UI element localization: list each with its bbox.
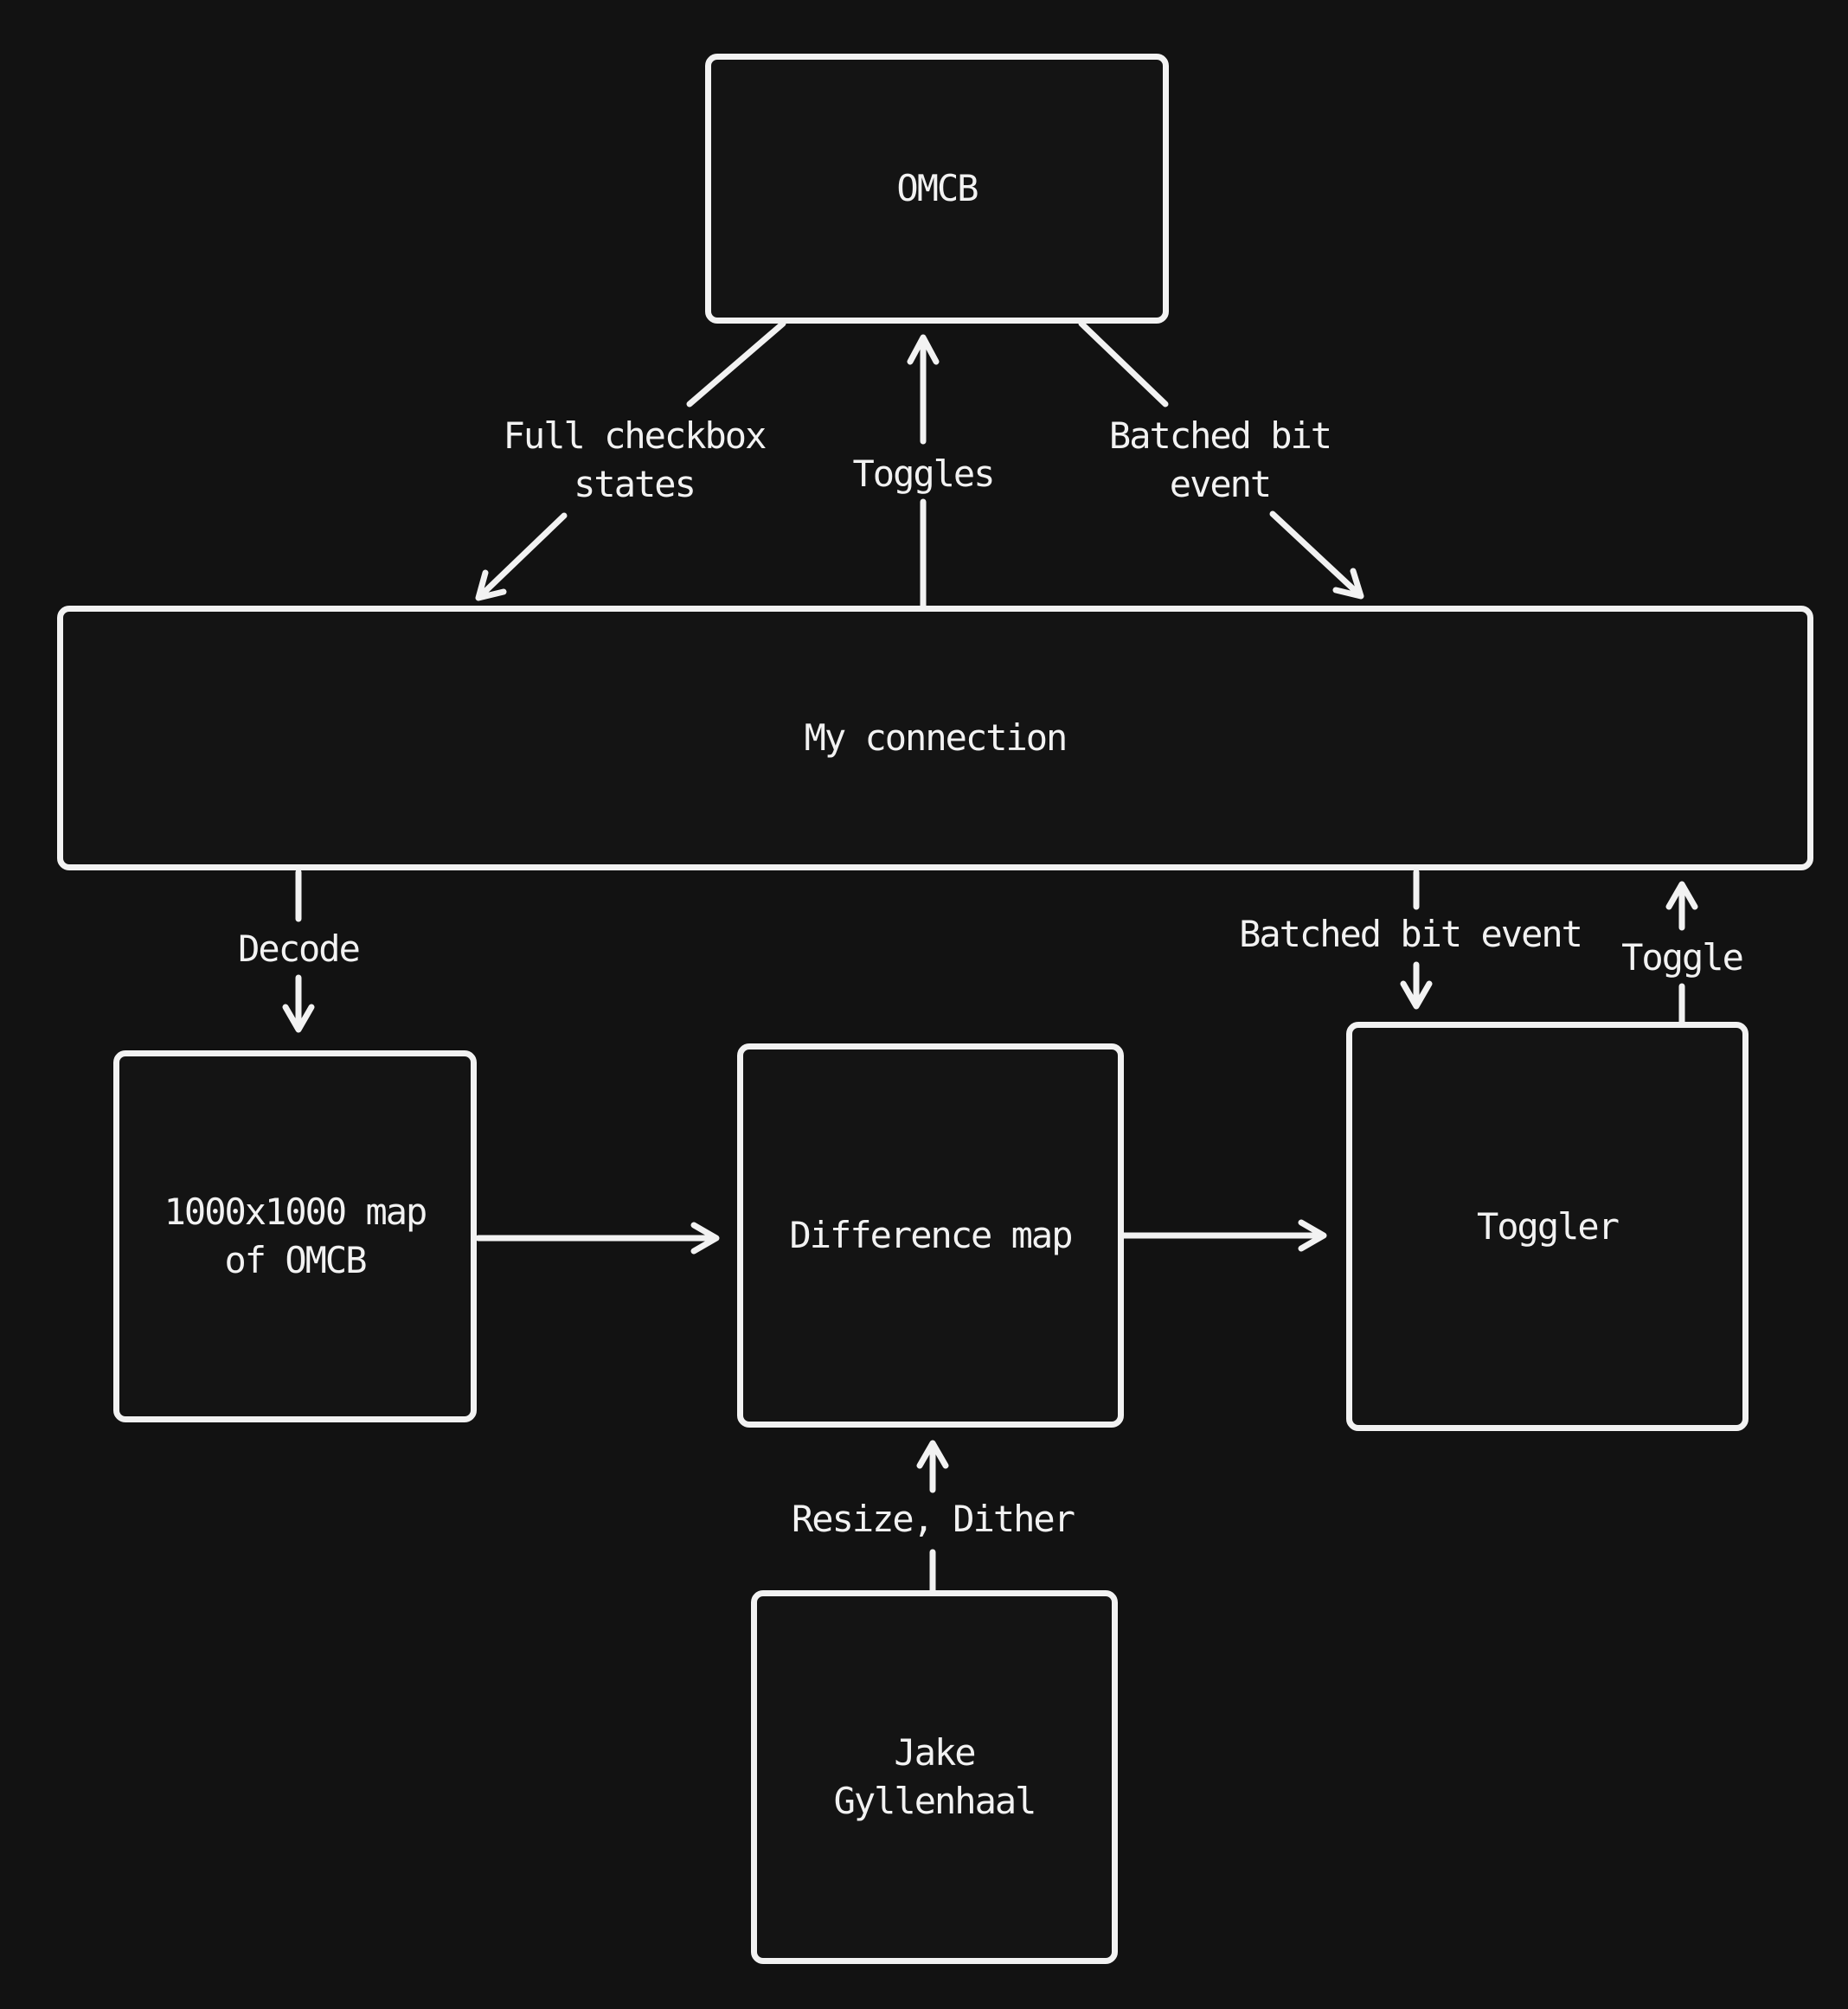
edge-label-toggles: Toggles [852, 453, 995, 495]
jake-gyllenhaal-node-label: Jake Gyllenhaal [833, 1731, 1037, 1822]
edge-label-decode: Decode [238, 927, 361, 970]
arrow-full-checkbox-states [475, 320, 786, 601]
edge-label-batched-bit-event-top: Batched bit event [1108, 414, 1332, 505]
arrow-batched-bit-event-top [1078, 320, 1364, 600]
arrow-toggles [907, 334, 940, 611]
toggler-node: Toggler [1346, 1022, 1749, 1431]
difference-map-node: Difference map [737, 1043, 1124, 1428]
toggler-node-label: Toggler [1476, 1204, 1620, 1248]
difference-map-node-label: Difference map [789, 1214, 1073, 1256]
omcb-node: OMCB [705, 54, 1169, 324]
edge-label-resize-dither: Resize, Dither [791, 1498, 1075, 1540]
arrow-map-to-difference-map [475, 1222, 720, 1255]
edge-label-full-checkbox-states: Full checkbox states [503, 414, 767, 505]
my-connection-node: My connection [57, 606, 1813, 870]
map-of-omcb-node-label: 1000x1000 map of OMCB [164, 1191, 428, 1281]
arrow-batched-bit-event-bottom [1400, 869, 1433, 1010]
edge-label-toggle: Toggle [1621, 936, 1744, 979]
arrow-decode [282, 869, 315, 1033]
jake-gyllenhaal-node: Jake Gyllenhaal [751, 1590, 1118, 1964]
map-of-omcb-node: 1000x1000 map of OMCB [113, 1050, 477, 1422]
arrow-toggle [1665, 881, 1698, 1026]
edge-label-batched-bit-event-bottom: Batched bit event [1239, 913, 1583, 955]
arrow-difference-map-to-toggler [1120, 1219, 1327, 1252]
my-connection-node-label: My connection [804, 716, 1068, 759]
arrow-resize-dither [916, 1440, 949, 1595]
omcb-node-label: OMCB [896, 167, 979, 209]
